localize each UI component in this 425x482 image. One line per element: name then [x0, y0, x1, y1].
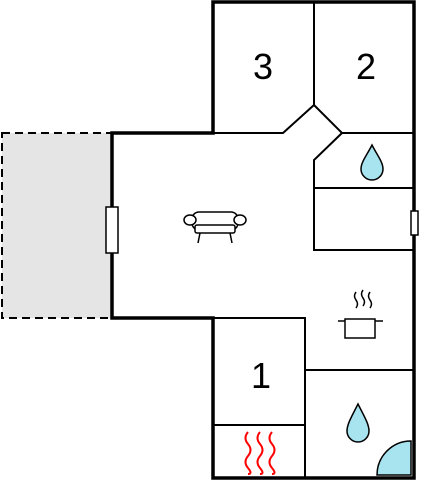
sofa-icon	[183, 211, 247, 244]
terrace-door	[105, 206, 119, 254]
cooking-pot-icon	[338, 289, 383, 339]
terrace	[1, 132, 113, 319]
room-2-label: 2	[356, 46, 376, 87]
water-drop-icon	[360, 143, 384, 181]
shower-icon	[376, 440, 412, 476]
water-drop-icon	[346, 402, 370, 443]
room-3-label: 3	[253, 46, 273, 87]
room-1-label: 1	[251, 355, 271, 396]
interior-walls	[213, 2, 414, 478]
sauna-heat-icon	[244, 431, 276, 475]
window	[410, 210, 419, 236]
